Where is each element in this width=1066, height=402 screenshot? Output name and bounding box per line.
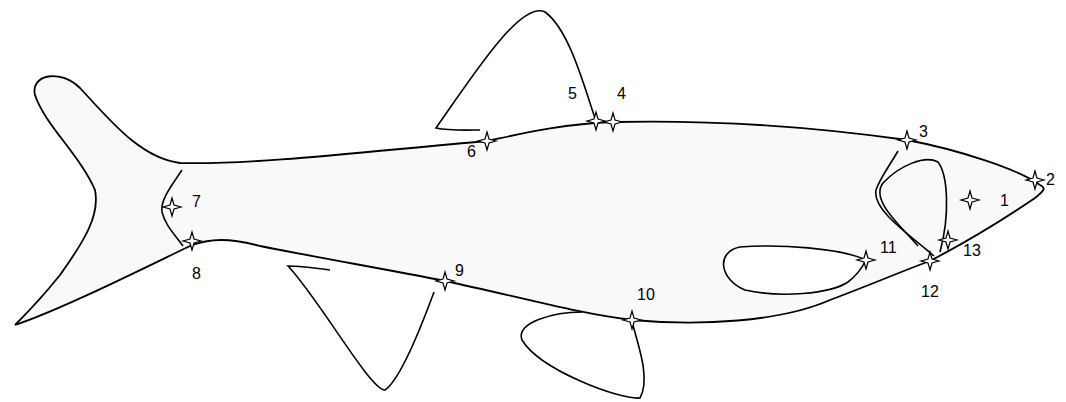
callout-number: 13 <box>963 243 981 259</box>
callout-number: 2 <box>1046 172 1055 188</box>
callout-number: 3 <box>919 124 928 140</box>
dorsal-fin <box>436 11 596 130</box>
callout-number: 4 <box>617 86 626 102</box>
callout-number: 11 <box>880 240 897 256</box>
callout-number: 8 <box>192 266 201 282</box>
gill-cover <box>880 160 947 252</box>
pelvic-fin <box>521 312 644 398</box>
callout-number: 9 <box>455 263 464 279</box>
callout-number: 10 <box>637 287 655 303</box>
caudal-base-line <box>162 170 183 246</box>
pectoral-fin <box>724 246 866 294</box>
callout-number: 7 <box>192 194 201 210</box>
callout-number: 1 <box>1000 193 1009 209</box>
callout-number: 5 <box>568 86 577 102</box>
anal-fin <box>288 266 434 390</box>
landmark-stars <box>163 112 1044 329</box>
callout-number: 12 <box>921 284 939 300</box>
fish-body <box>15 76 1044 325</box>
callout-number: 6 <box>467 144 476 160</box>
